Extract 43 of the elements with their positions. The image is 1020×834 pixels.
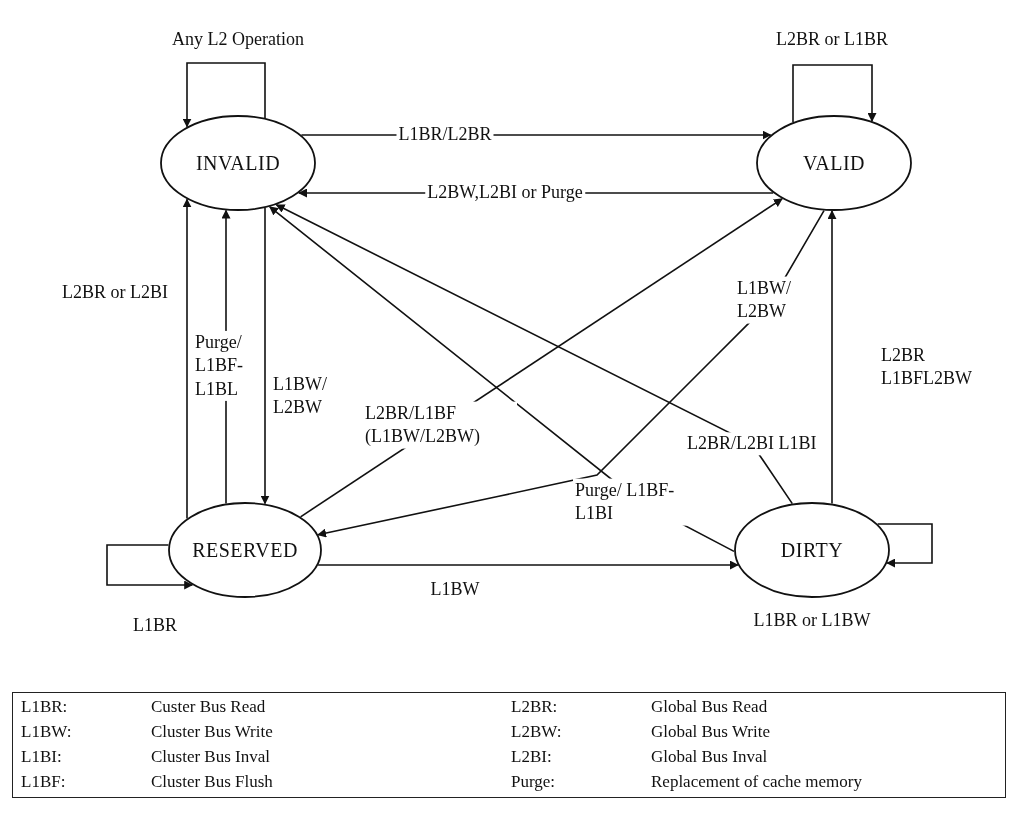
abbreviation-meaning: Custer Bus Read (150, 696, 267, 718)
edge-label: L2BR or L2BI (61, 281, 169, 305)
edge-label: L1BW/ L2BW (272, 372, 328, 419)
transition-arrow (182, 198, 192, 520)
abbreviation-meaning: Replacement of cache memory (651, 771, 863, 793)
state-ellipse (160, 115, 316, 211)
edge-label: Any L2 Operation (171, 28, 305, 52)
transition-arrow (260, 207, 270, 505)
abbreviation: Purge: (511, 771, 557, 793)
edge-label: L1BW (429, 578, 481, 602)
self-loop-arrow (182, 62, 266, 128)
abbreviation: L2BR: (511, 696, 559, 718)
abbreviation-meaning: Cluster Bus Write (150, 721, 274, 743)
abbreviation-meaning: Cluster Bus Flush (150, 771, 274, 793)
abbreviation: L2BI: (511, 746, 553, 768)
state-ellipse (734, 502, 890, 598)
abbreviation: L1BI: (21, 746, 63, 768)
edge-label: L1BR (132, 614, 178, 638)
edge-label: L2BR or L1BR (775, 28, 889, 52)
state-name: RESERVED (192, 538, 298, 562)
abbreviation-meaning: Global Bus Inval (651, 746, 769, 768)
self-loop-arrow (106, 544, 194, 590)
abbreviation: L2BW: (511, 721, 563, 743)
transition-arrow (317, 209, 825, 538)
self-loop-arrow (792, 64, 877, 123)
abbreviation: L1BW: (21, 721, 73, 743)
edge-label: L2BR L1BFL2BW (880, 343, 973, 390)
abbreviation: L1BR: (21, 696, 69, 718)
abbreviation: L1BF: (21, 771, 67, 793)
abbreviation-meaning: Global Bus Write (651, 721, 771, 743)
transition-arrow (827, 210, 837, 505)
state-name: INVALID (195, 151, 281, 175)
transition-arrow (317, 560, 739, 570)
state-name: VALID (802, 151, 866, 175)
edge-label: L2BR/L2BI L1BI (685, 432, 819, 456)
edge-label: L2BR/L1BF (L1BW/L2BW) (363, 401, 517, 449)
state-name: DIRTY (780, 538, 844, 562)
self-loop-arrow (876, 523, 933, 568)
abbreviation-meaning: Global Bus Read (651, 696, 769, 718)
state-ellipse (756, 115, 912, 211)
state-ellipse (168, 502, 322, 598)
edge-label: L1BR or L1BW (752, 609, 872, 633)
abbreviation-meaning: Cluster Bus Inval (150, 746, 271, 768)
